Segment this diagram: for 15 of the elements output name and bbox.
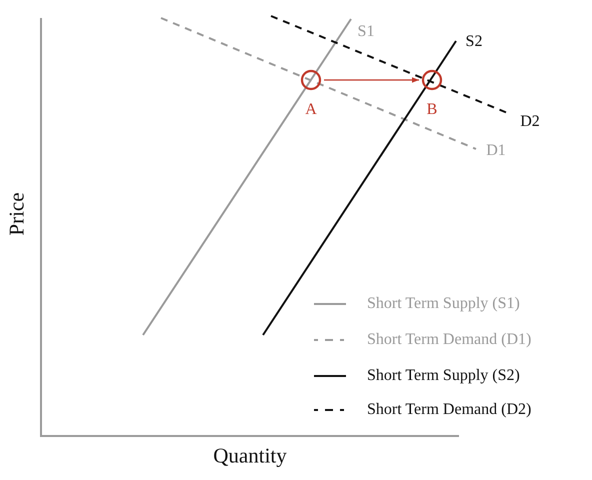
curve-label: S1: [358, 24, 374, 40]
point-label: B: [426, 102, 438, 118]
legend-text: Short Term Demand (D1): [367, 332, 532, 348]
axis-title: Price: [6, 192, 28, 236]
curve-label: D1: [486, 143, 506, 159]
arrow: [324, 77, 419, 83]
legend-text: Short Term Supply (S1): [367, 296, 520, 312]
legend-text: Short Term Demand (D2): [367, 402, 532, 418]
equilibrium-point-circle: [300, 69, 322, 91]
axis-title: Quantity: [213, 446, 287, 466]
legend-text: Short Term Supply (S2): [367, 368, 520, 384]
equilibrium-point-circle: [421, 69, 443, 91]
curve-label: S2: [466, 34, 482, 50]
curve-label: D2: [520, 114, 540, 130]
point-label: A: [305, 102, 317, 118]
